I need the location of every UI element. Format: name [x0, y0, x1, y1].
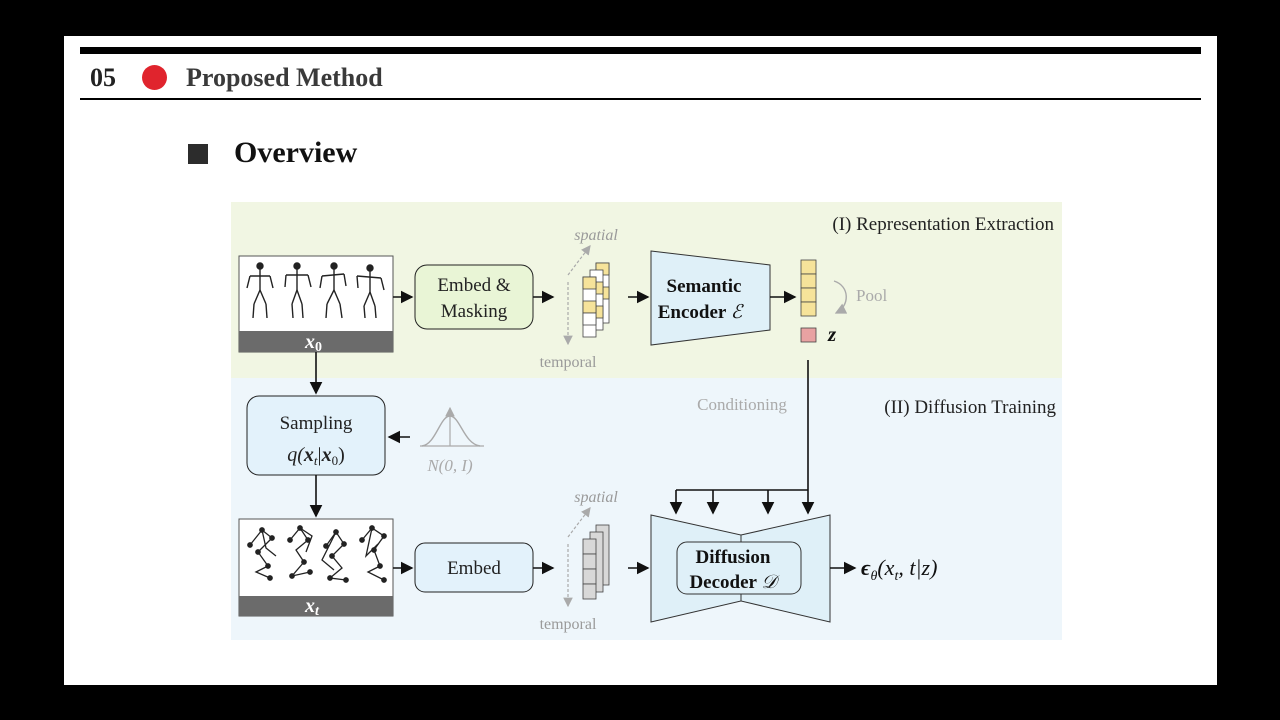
- diffusion-decoder-box: [650, 514, 831, 623]
- red-dot-icon: [142, 65, 167, 90]
- header-top-bar: [80, 47, 1201, 54]
- semantic-encoder-box: [650, 250, 771, 346]
- encoder-line2: Encoder ℰ: [658, 302, 745, 323]
- z-label: z: [827, 322, 837, 346]
- header-title: Proposed Method: [186, 63, 383, 92]
- encoder-line1: Semantic: [667, 276, 742, 297]
- decoder-line1: Diffusion: [696, 547, 771, 568]
- xt-label: xt: [304, 595, 320, 619]
- decoder-line2: Decoder 𝒟: [689, 572, 780, 593]
- noise-label: N(0, I): [426, 456, 473, 475]
- output-label: ϵθ(xt, t|z): [861, 555, 937, 584]
- section-number: 05: [90, 63, 116, 92]
- spatial-label-bottom: spatial: [574, 489, 618, 506]
- sampling-label: Sampling: [280, 413, 353, 434]
- gaussian-noise-icon: [420, 406, 484, 447]
- spatial-label-top: spatial: [574, 227, 618, 244]
- conditioning-label: Conditioning: [697, 395, 787, 414]
- temporal-label-bottom: temporal: [540, 616, 597, 633]
- sampling-formula: q(xt|x0): [287, 444, 344, 468]
- z-token: [800, 327, 817, 343]
- embed-label: Embed: [447, 558, 501, 579]
- stage1-label: (I) Representation Extraction: [832, 214, 1054, 235]
- temporal-label-top: temporal: [540, 354, 597, 371]
- embed-masking-line1: Embed &: [437, 275, 511, 296]
- overview-title: Overview: [234, 136, 358, 169]
- header-rule: [80, 98, 1201, 100]
- masked-token-stack: [563, 245, 610, 346]
- embed-masking-line2: Masking: [441, 301, 508, 322]
- pool-label: Pool: [856, 286, 887, 305]
- pool-arrow: [833, 280, 848, 314]
- stage2-label: (II) Diffusion Training: [884, 397, 1056, 418]
- representation-tokens: [800, 259, 817, 317]
- skeleton-image-x0: [238, 255, 394, 353]
- square-bullet-icon: [188, 144, 208, 164]
- skeleton-image-xt: [238, 518, 394, 617]
- token-stack: [563, 507, 610, 608]
- x0-label: x0: [304, 331, 322, 355]
